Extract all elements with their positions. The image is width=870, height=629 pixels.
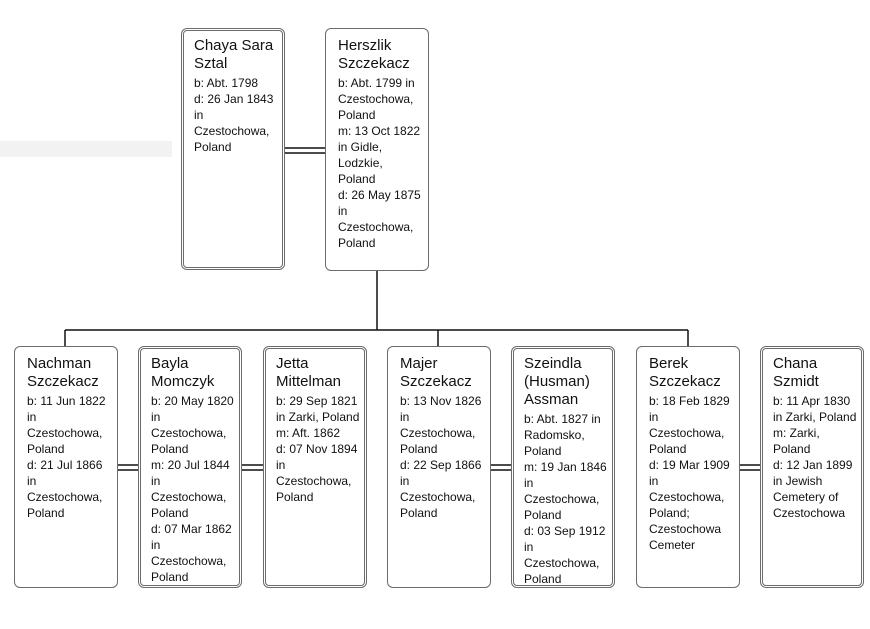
person-name: Nachman Szczekacz [27, 355, 99, 390]
person-name: Berek Szczekacz [649, 355, 721, 390]
person-box-chaya-sara-sztal[interactable]: Chaya Sara Sztal b: Abt. 1798 d: 26 Jan … [181, 28, 285, 270]
person-box-jetta-mittelman[interactable]: Jetta Mittelman b: 29 Sep 1821 in Zarki,… [263, 346, 367, 588]
person-name: Chana Szmidt [773, 355, 819, 390]
person-box-nachman-szczekacz[interactable]: Nachman Szczekacz b: 11 Jun 1822 in Czes… [14, 346, 118, 588]
person-details: b: 11 Apr 1830 in Zarki, Poland m: Zarki… [773, 394, 857, 520]
person-name: Szeindla (Husman) Assman [524, 355, 590, 408]
person-box-herszlik-szczekacz[interactable]: Herszlik Szczekacz b: Abt. 1799 in Czest… [325, 28, 429, 271]
person-name: Bayla Momczyk [151, 355, 215, 390]
person-details: b: Abt. 1798 d: 26 Jan 1843 in Czestocho… [194, 76, 274, 154]
separator-bar [0, 141, 172, 157]
person-box-berek-szczekacz[interactable]: Berek Szczekacz b: 18 Feb 1829 in Czesto… [636, 346, 740, 588]
person-name: Jetta Mittelman [276, 355, 342, 390]
person-box-majer-szczekacz[interactable]: Majer Szczekacz b: 13 Nov 1826 in Czesto… [387, 346, 491, 588]
person-name: Majer Szczekacz [400, 355, 472, 390]
person-details: b: 18 Feb 1829 in Czestochowa, Poland d:… [649, 394, 730, 552]
person-box-chana-szmidt[interactable]: Chana Szmidt b: 11 Apr 1830 in Zarki, Po… [760, 346, 864, 588]
person-details: b: Abt. 1799 in Czestochowa, Poland m: 1… [338, 76, 421, 250]
person-box-bayla-momczyk[interactable]: Bayla Momczyk b: 20 May 1820 in Czestoch… [138, 346, 242, 588]
person-details: b: 29 Sep 1821 in Zarki, Poland m: Aft. … [276, 394, 360, 504]
person-details: b: Abt. 1827 in Radomsko, Poland m: 19 J… [524, 412, 607, 586]
person-name: Chaya Sara Sztal [194, 37, 274, 72]
person-name: Herszlik Szczekacz [338, 37, 410, 72]
person-details: b: 13 Nov 1826 in Czestochowa, Poland d:… [400, 394, 482, 520]
person-details: b: 20 May 1820 in Czestochowa, Poland m:… [151, 394, 234, 584]
person-details: b: 11 Jun 1822 in Czestochowa, Poland d:… [27, 394, 106, 520]
person-box-szeindla-assman[interactable]: Szeindla (Husman) Assman b: Abt. 1827 in… [511, 346, 615, 588]
